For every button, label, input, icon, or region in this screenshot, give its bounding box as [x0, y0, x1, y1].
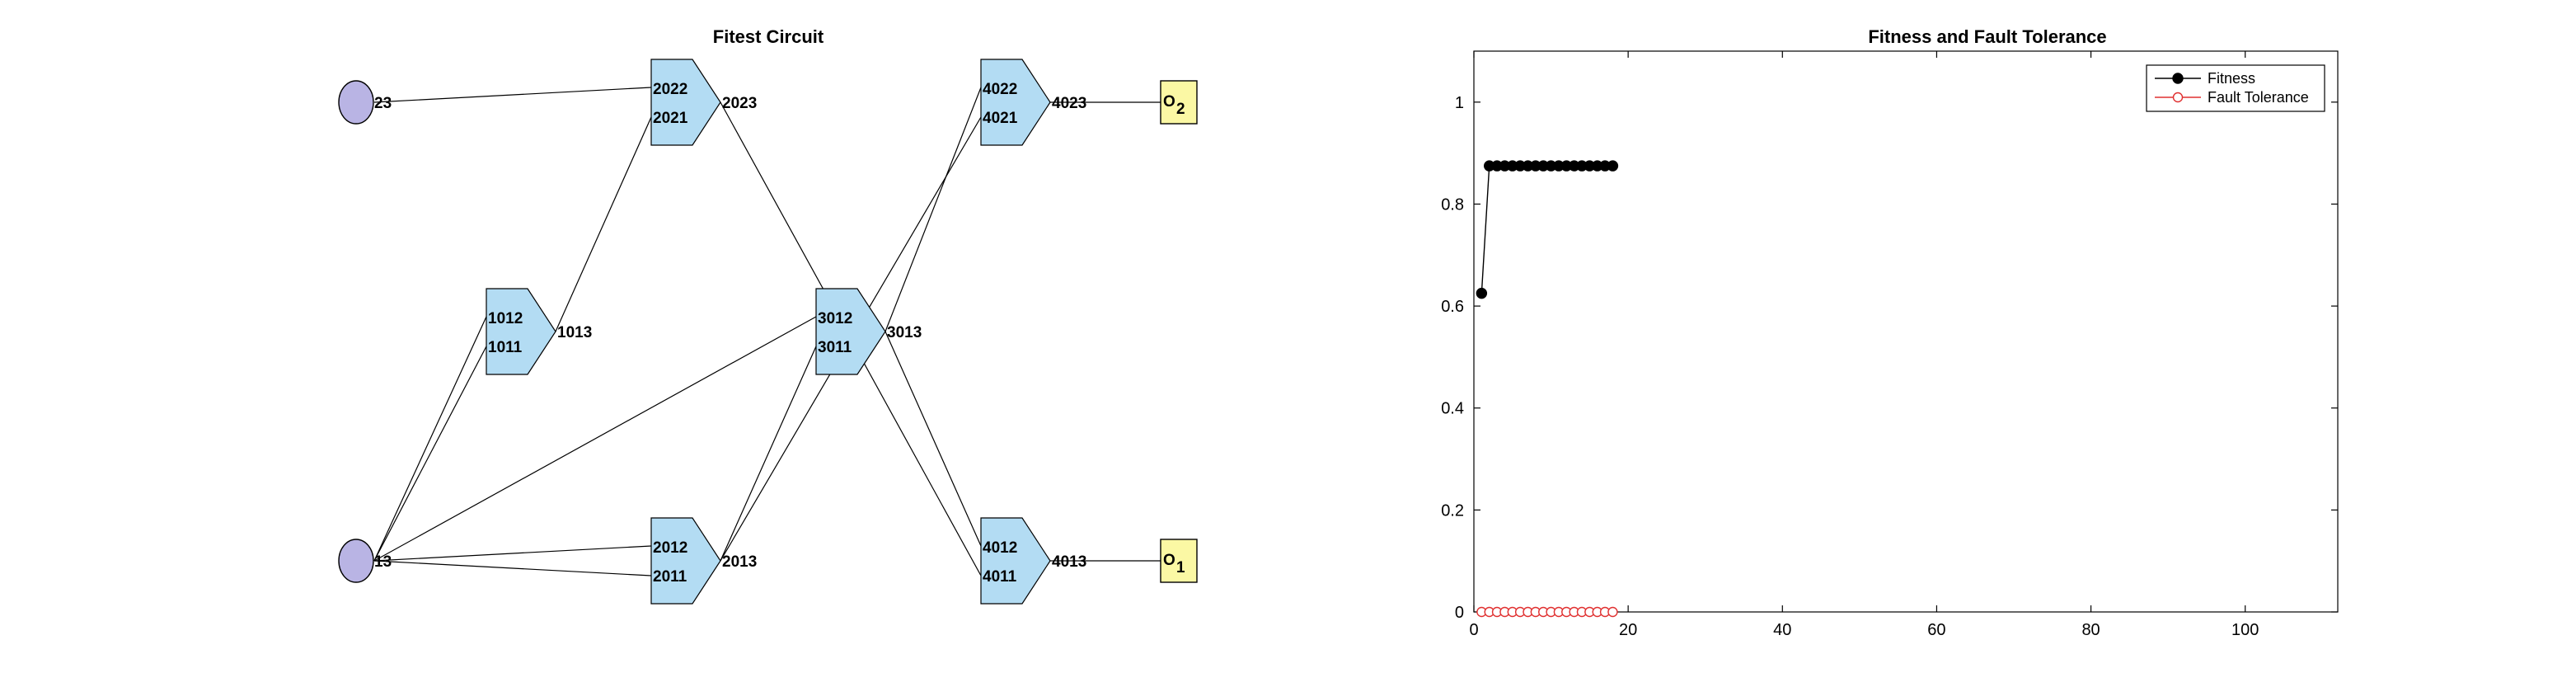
gate-output-label: 2013 — [722, 553, 757, 571]
y-tick-label: 0.8 — [1441, 195, 1464, 214]
wire-in13-to-g301-top — [373, 316, 817, 562]
legend-label: Fitness — [2208, 70, 2255, 87]
y-tick-label: 1 — [1455, 94, 1464, 112]
gate-input-bottom-label: 1011 — [488, 339, 523, 356]
y-tick-label: 0.6 — [1441, 298, 1464, 316]
gate-2023: 2022 2021 2023 — [650, 59, 757, 146]
data-point — [1607, 606, 1618, 618]
wire-g301-out-to-g402-top — [884, 87, 982, 332]
series-fitness — [1476, 160, 1619, 299]
gate-input-top-label: 2012 — [653, 539, 687, 557]
gate-output-label: 1013 — [557, 324, 592, 341]
gate-4013: 4012 4011 4013 — [980, 517, 1086, 605]
gate-output-label: 4013 — [1052, 553, 1086, 571]
legend-marker — [2172, 92, 2184, 103]
plot-area — [1473, 50, 2339, 613]
axis-ticks: 0 20 40 60 80 100 0 0.2 0.4 0.6 0.8 1 — [1441, 51, 2338, 639]
gate-1013: 1012 1011 1013 — [486, 288, 592, 375]
output-label: O — [1163, 93, 1175, 111]
gate-shape — [815, 288, 886, 375]
gate-shape — [980, 59, 1051, 146]
gate-input-bottom-label: 4021 — [983, 110, 1018, 127]
gate-output-label: 3013 — [887, 324, 922, 341]
chart-title: Fitness and Fault Tolerance — [1868, 26, 2106, 47]
circuit-panel: Fitest Circuit 2313101210111013202220212… — [338, 26, 1198, 605]
input-node-23: 23 — [338, 80, 392, 125]
output-box — [1160, 80, 1198, 125]
gate-shape — [980, 517, 1051, 605]
x-tick-label: 0 — [1469, 621, 1478, 639]
wire-in13-to-g101-bot — [373, 346, 487, 562]
gate-output-label: 2023 — [722, 95, 757, 112]
gate-2013: 2012 2011 2013 — [650, 517, 757, 605]
wire-g301-out-to-g401-top — [884, 331, 982, 547]
gate-shape — [650, 59, 721, 146]
wire-in13-to-g201-bot — [373, 560, 652, 576]
circuit-title: Fitest Circuit — [713, 26, 824, 47]
gate-input-top-label: 4022 — [983, 81, 1017, 98]
wire-g101-out-to-g202-bot — [555, 116, 652, 332]
input-node-label: 23 — [374, 95, 392, 112]
gate-3013: 3012 3011 3013 — [815, 288, 922, 375]
gate-input-top-label: 4012 — [983, 539, 1017, 557]
output-subscript: 2 — [1176, 101, 1185, 118]
wire-in23-to-g202-top — [373, 87, 652, 103]
gate-input-bottom-label: 3011 — [818, 339, 852, 356]
wire-in13-to-g101-top — [373, 316, 487, 562]
y-tick-label: 0.2 — [1441, 501, 1464, 520]
x-tick-label: 40 — [1773, 621, 1791, 639]
input-node-ellipse — [338, 80, 374, 125]
data-point — [1476, 287, 1488, 299]
output-label: O — [1163, 552, 1175, 569]
wire-layer — [373, 87, 1161, 576]
legend-box — [2146, 64, 2325, 112]
x-tick-label: 60 — [1927, 621, 1945, 639]
input-node-ellipse — [338, 539, 374, 583]
wire-g201-out-to-g301-bot — [720, 346, 817, 562]
gate-input-bottom-label: 2011 — [653, 568, 687, 586]
output-box — [1160, 539, 1198, 583]
series-fault-tolerance — [1476, 606, 1618, 618]
input-node-label: 13 — [374, 553, 392, 571]
y-tick-label: 0 — [1455, 604, 1464, 622]
gate-input-top-label: 2022 — [653, 81, 687, 98]
legend-label: Fault Tolerance — [2208, 89, 2309, 106]
x-tick-label: 100 — [2231, 621, 2259, 639]
legend-marker — [2172, 73, 2184, 84]
gate-input-bottom-label: 2021 — [653, 110, 688, 127]
wire-in13-to-g201-top — [373, 545, 652, 562]
data-point — [1607, 160, 1619, 172]
y-tick-label: 0.4 — [1441, 400, 1464, 418]
legend-item: Fault Tolerance — [2155, 89, 2309, 106]
gate-output-label: 4023 — [1052, 95, 1086, 112]
x-tick-label: 80 — [2081, 621, 2100, 639]
gate-input-top-label: 1012 — [488, 310, 523, 327]
input-node-13: 13 — [338, 539, 392, 583]
gate-shape — [486, 288, 556, 375]
gate-input-top-label: 3012 — [818, 310, 852, 327]
gate-input-bottom-label: 4011 — [983, 568, 1017, 586]
gate-4023: 4022 4021 4023 — [980, 59, 1086, 146]
node-layer: 23 13 1012 1011 1013 2022 2021 2023 2012 2011 2013… — [338, 59, 1198, 605]
output-subscript: 1 — [1176, 559, 1185, 576]
gate-shape — [650, 517, 721, 605]
x-tick-label: 20 — [1619, 621, 1637, 639]
legend-item: Fitness — [2155, 70, 2255, 87]
series-layer — [1476, 160, 1619, 618]
